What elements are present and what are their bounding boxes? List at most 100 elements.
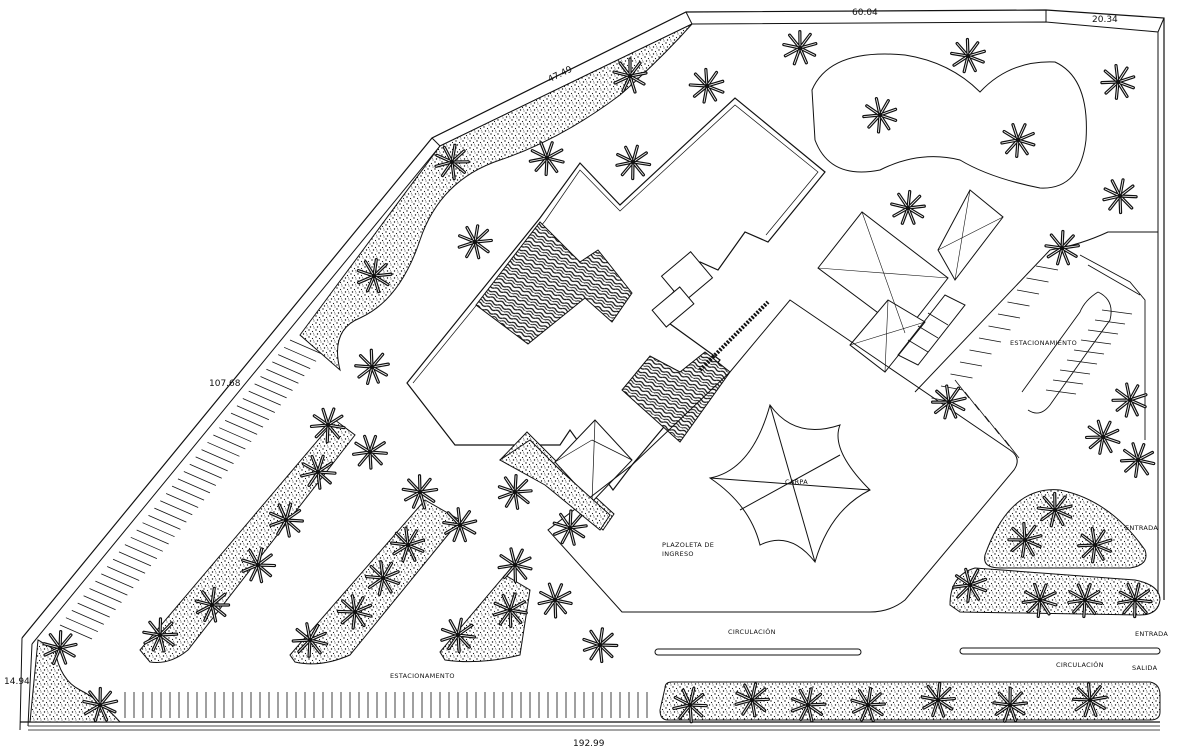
stall-line [171, 485, 205, 501]
stall-line [89, 588, 122, 603]
label-circulation-1: CIRCULACIÓN [728, 627, 776, 636]
parking-stalls-left [59, 339, 323, 640]
dim-bottom-left: 14.94 [4, 677, 30, 687]
stall-line [1059, 369, 1091, 375]
stall-line [165, 493, 199, 508]
stall-line [83, 595, 116, 611]
stall-line [1066, 359, 1098, 365]
stall-line [195, 456, 228, 472]
stall-line [142, 522, 175, 538]
palm-tree-icon [1078, 412, 1127, 461]
palm-tree-icon [684, 63, 731, 109]
palm-tree-icon [609, 138, 656, 185]
circulation-lane-1 [654, 648, 862, 656]
label-plaza-line1: PLAZOLETA DE [662, 541, 714, 549]
stall-line [177, 478, 211, 494]
circulation-lane-2 [959, 647, 1161, 655]
label-circulation-2: CIRCULACIÓN [1056, 660, 1104, 669]
stall-line [242, 398, 275, 413]
stall-line [1045, 389, 1077, 395]
site-boundary [19, 9, 1165, 731]
stall-line [1101, 309, 1133, 315]
palm-tree-icon [884, 184, 933, 233]
stall-line [1007, 301, 1030, 307]
stall-line [964, 391, 980, 411]
stall-line [160, 500, 193, 516]
palm-tree-icon [924, 377, 974, 427]
pavilion [817, 189, 1004, 373]
palm-tree-icon [536, 581, 574, 620]
palm-tree-icon [350, 345, 394, 390]
oval-garden [811, 53, 1087, 189]
stall-line [1080, 339, 1112, 345]
palm-tree-icon [1094, 58, 1143, 107]
stall-line [71, 610, 104, 625]
palm-tree-icon [993, 115, 1043, 165]
planter-south [659, 681, 1161, 721]
stall-line [136, 529, 169, 545]
palm-tree-icon [946, 34, 991, 78]
plaza [547, 299, 1018, 613]
stall-line [988, 325, 1011, 331]
stall-line [124, 544, 158, 559]
palm-tree-icon [450, 217, 500, 267]
stall-line [260, 376, 293, 391]
parking-right [914, 231, 1158, 459]
label-entry-1: ENTRADA [1125, 524, 1158, 532]
label-tent: CARPA [785, 478, 808, 486]
stall-line [1073, 349, 1105, 355]
stall-line [248, 390, 281, 406]
parking-stalls-bottom [124, 692, 648, 718]
stall-line [148, 515, 181, 530]
stall-line [283, 346, 317, 362]
stall-line [1004, 439, 1020, 459]
palm-tree-icon [775, 23, 825, 73]
stall-line [183, 471, 217, 486]
stall-line [77, 602, 110, 618]
stall-line [254, 383, 287, 399]
stall-line [59, 624, 93, 640]
palm-tree-icon [577, 622, 622, 667]
stall-line [272, 361, 305, 377]
stall-line [130, 536, 163, 552]
stall-line [954, 379, 970, 399]
dim-top-right: 20.34 [1092, 15, 1118, 25]
palm-tree-icon [1096, 171, 1144, 220]
stall-line [213, 434, 246, 450]
stall-line [1035, 265, 1059, 271]
label-parking-right: ESTACIONAMIENTO [1010, 339, 1077, 347]
stall-line [65, 617, 99, 633]
dim-top-left: 47.49 [547, 65, 575, 85]
stall-line [101, 573, 134, 589]
label-plaza-line2: INGRESO [662, 550, 694, 558]
stall-line [289, 339, 323, 355]
stall-line [230, 412, 264, 428]
stall-line [266, 368, 299, 384]
label-exit: SALIDA [1132, 664, 1158, 672]
stall-line [224, 420, 258, 435]
stall-line [1016, 289, 1040, 295]
palm-tree-icon [551, 508, 589, 547]
stall-line [994, 427, 1010, 447]
stall-line [112, 558, 146, 574]
dim-bottom: 192.99 [573, 739, 605, 749]
stall-line [118, 551, 152, 567]
label-parking-bottom: ESTACIONAMENTO [390, 672, 455, 680]
stall-line [959, 361, 983, 367]
stall-line [974, 403, 990, 423]
stall-line [950, 373, 973, 379]
palm-tree-icon [1111, 382, 1148, 418]
entry-island-1 [984, 489, 1147, 569]
palm-tree-icon [1039, 225, 1085, 272]
stall-line [997, 313, 1021, 319]
stall-line [969, 349, 992, 355]
stall-line [278, 354, 311, 369]
tent-carpa [708, 403, 871, 564]
stall-line [154, 507, 187, 523]
stall-line [1026, 277, 1049, 283]
dim-left: 107.68 [209, 379, 241, 389]
stall-line [236, 405, 270, 421]
palm-tree-icon [860, 96, 899, 135]
